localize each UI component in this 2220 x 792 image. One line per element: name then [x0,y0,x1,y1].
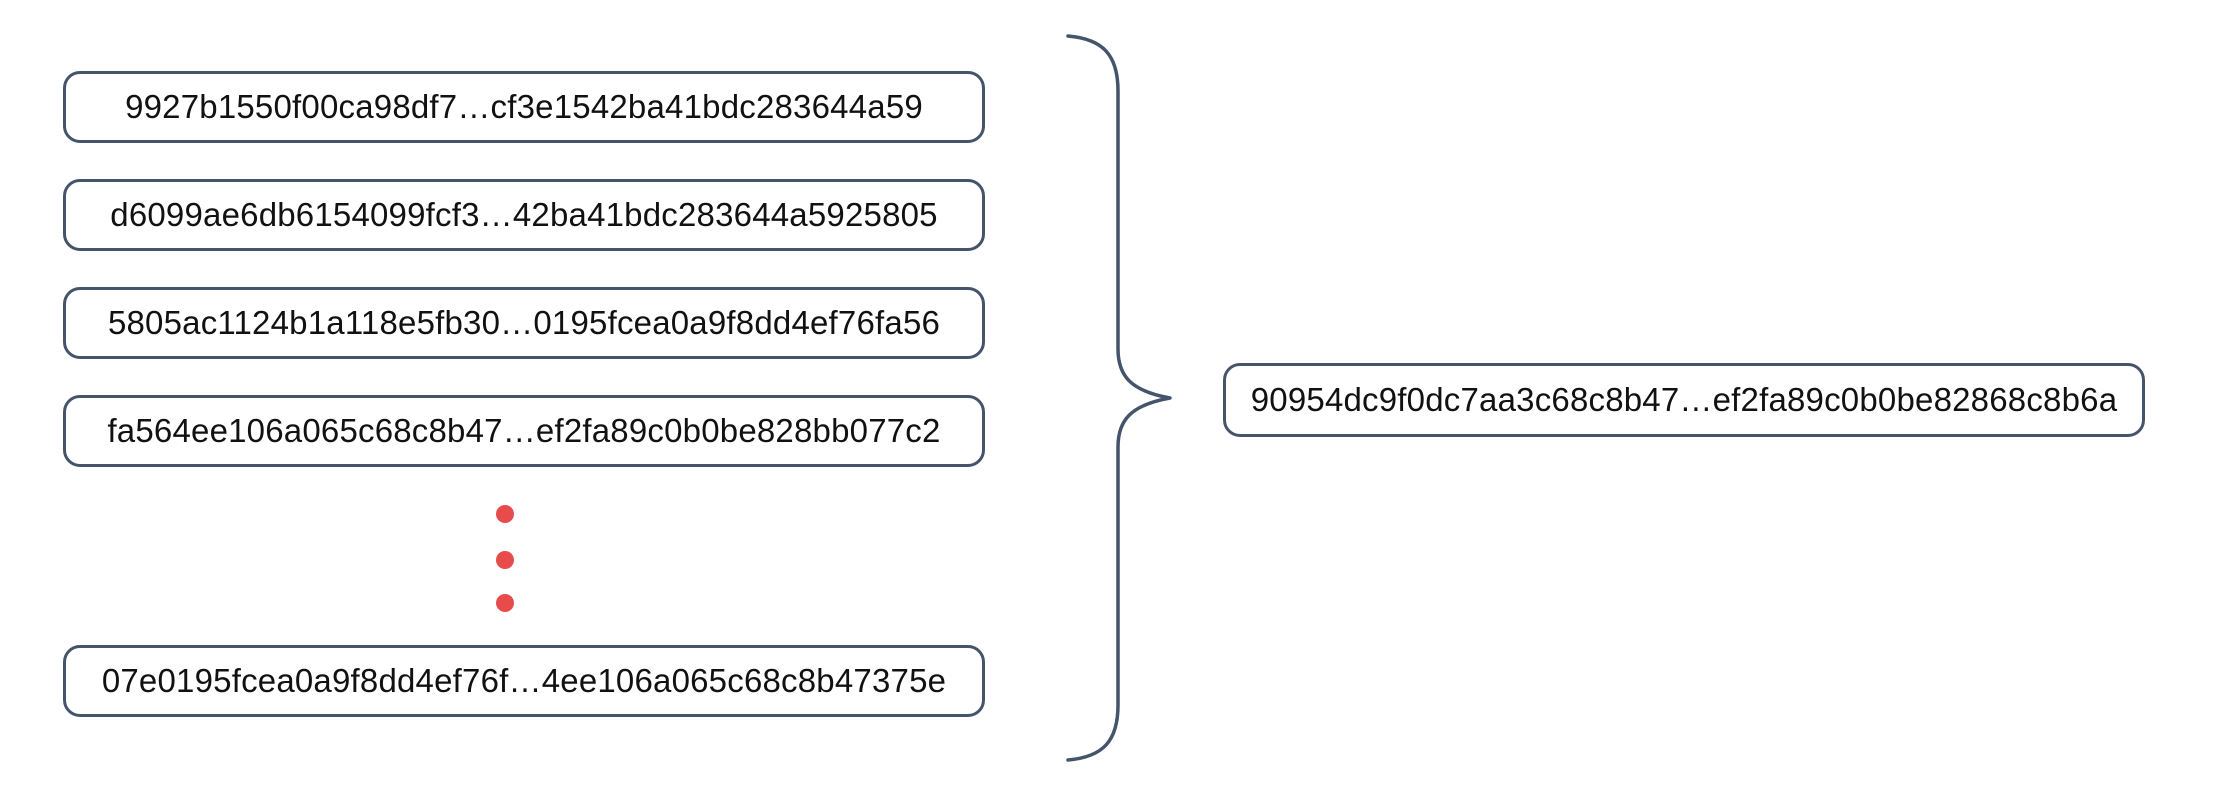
hash-block-2: d6099ae6db6154099fcf3…42ba41bdc283644a59… [63,179,985,251]
curly-brace-path [1066,34,1172,762]
hash-block-1: 9927b1550f00ca98df7…cf3e1542ba41bdc28364… [63,71,985,143]
result-hash-label: 90954dc9f0dc7aa3c68c8b47…ef2fa89c0b0be82… [1250,381,2118,418]
hash-block-3-label: 5805ac1124b1a118e5fb30…0195fcea0a9f8dd4e… [107,304,941,341]
hash-block-3: 5805ac1124b1a118e5fb30…0195fcea0a9f8dd4e… [63,287,985,359]
hash-block-2-label: d6099ae6db6154099fcf3…42ba41bdc283644a59… [110,196,938,233]
result-hash-block: 90954dc9f0dc7aa3c68c8b47…ef2fa89c0b0be82… [1223,363,2145,437]
hash-block-4-label: fa564ee106a065c68c8b47…ef2fa89c0b0be828b… [107,412,941,449]
ellipsis-dot-1 [496,505,514,523]
vertical-ellipsis-dots [496,505,514,612]
hash-block-n: 07e0195fcea0a9f8dd4ef76f…4ee106a065c68c8… [63,645,985,717]
curly-brace-icon [1066,34,1172,762]
hash-block-n-label: 07e0195fcea0a9f8dd4ef76f…4ee106a065c68c8… [101,662,947,699]
hash-block-1-label: 9927b1550f00ca98df7…cf3e1542ba41bdc28364… [125,88,923,125]
ellipsis-dot-2 [496,551,514,569]
ellipsis-dot-3 [496,594,514,612]
hash-block-4: fa564ee106a065c68c8b47…ef2fa89c0b0be828b… [63,395,985,467]
